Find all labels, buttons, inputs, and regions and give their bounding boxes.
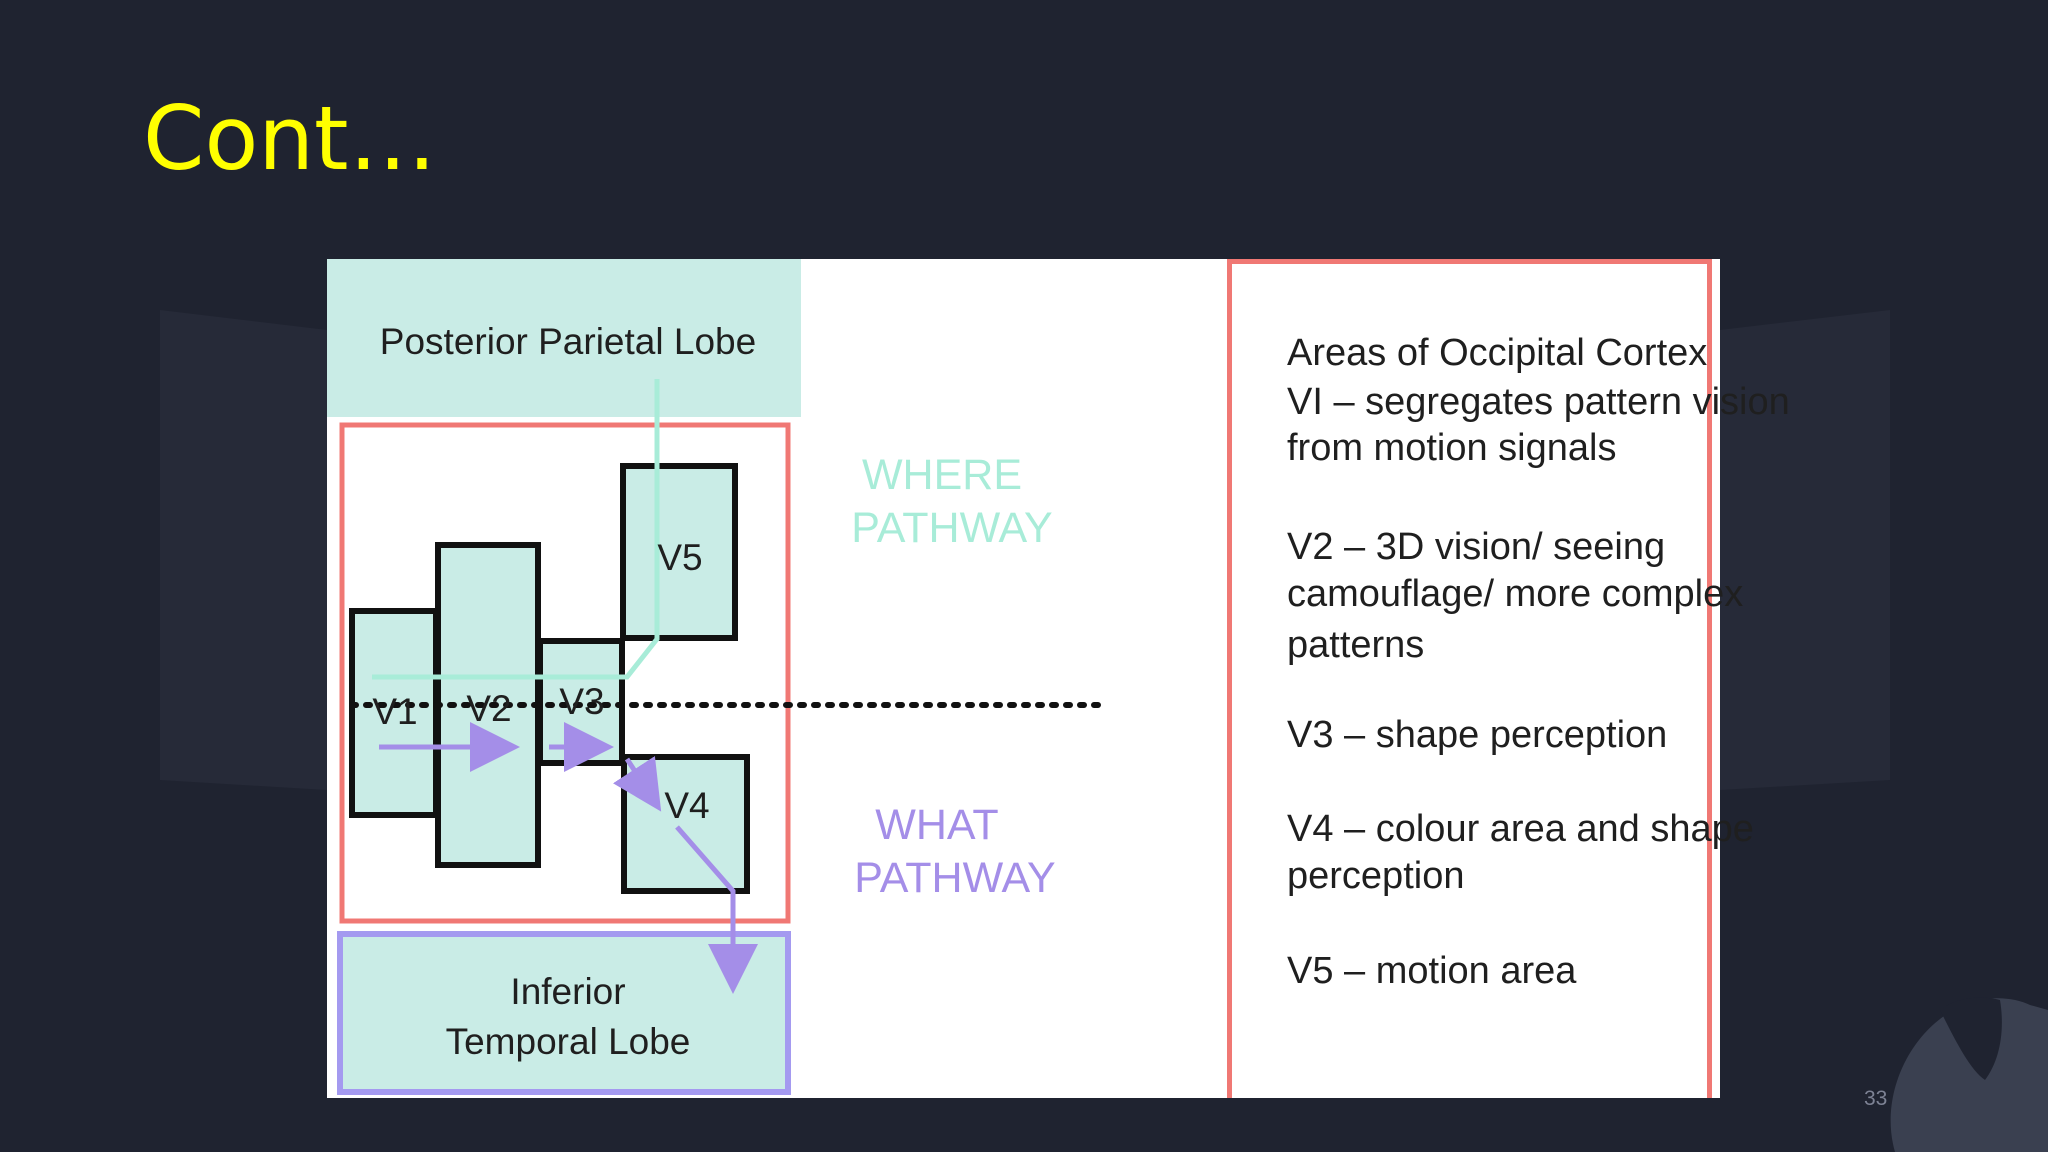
logo-notch (1940, 997, 2002, 1080)
area-v5-label: V5 (657, 537, 702, 578)
info-v1-line2: from motion signals (1287, 427, 1617, 469)
parietal-lobe-box (327, 259, 801, 417)
visual-pathway-figure: Posterior Parietal Lobe Inferior Tempora… (327, 259, 1790, 1098)
what-pathway-label-line2: PATHWAY (854, 854, 1055, 902)
logo-shape (1890, 998, 2048, 1152)
occipital-region-border (339, 422, 791, 924)
temporal-lobe-label-line2: Temporal Lobe (446, 1021, 691, 1062)
info-v4-line1: V4 – colour area and shape (1287, 808, 1754, 850)
background-panel-left (160, 310, 327, 790)
info-v4-line2: perception (1287, 855, 1465, 897)
temporal-lobe-box (337, 931, 791, 1095)
info-v1-line1: VI – segregates pattern vision (1287, 381, 1790, 423)
info-v2-line2: camouflage/ more complex (1287, 573, 1744, 615)
area-v1-box (349, 608, 439, 818)
info-heading: Areas of Occipital Cortex (1287, 332, 1708, 374)
area-v5-box (620, 463, 738, 641)
what-pathway-label-line1: WHAT (875, 801, 998, 849)
area-v1-label: V1 (372, 691, 417, 732)
info-v3: V3 – shape perception (1287, 714, 1668, 756)
where-pathway-label-line1: WHERE (862, 451, 1022, 499)
slide-number: 33 (1864, 1087, 1888, 1110)
what-arrow-v4-temporal (675, 825, 758, 994)
area-v4-label: V4 (664, 785, 709, 826)
background-panel-right (1720, 310, 1890, 790)
pathway-diagram: Posterior Parietal Lobe Inferior Tempora… (327, 259, 1110, 1095)
occipital-areas-panel: Areas of Occipital Cortex VI – segregate… (1227, 259, 1790, 1098)
info-v2-line1: V2 – 3D vision/ seeing (1287, 526, 1666, 568)
slide-title: Cont… (143, 87, 437, 190)
area-v3-label: V3 (559, 681, 604, 722)
where-pathway-label-line2: PATHWAY (851, 504, 1052, 552)
info-v5: V5 – motion area (1287, 950, 1577, 992)
what-arrow-v3-v4 (612, 756, 662, 812)
temporal-lobe-label-line1: Inferior (510, 971, 625, 1012)
where-pathway-line (372, 379, 660, 680)
area-v2-label: V2 (466, 688, 511, 729)
info-v2-line3: patterns (1287, 624, 1425, 666)
parietal-lobe-label: Posterior Parietal Lobe (380, 321, 756, 362)
